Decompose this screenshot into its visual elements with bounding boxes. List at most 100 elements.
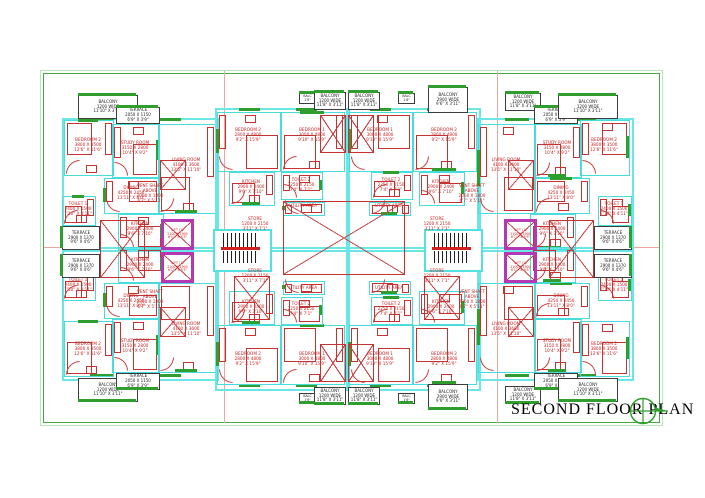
- facade-window-segment: [156, 118, 182, 121]
- vent-shaft-xbox: [320, 115, 346, 153]
- stair-treads: [434, 233, 469, 248]
- wall-accent-segment: [477, 150, 480, 186]
- edge-accent-bar: [534, 387, 576, 390]
- furniture-bed: [132, 339, 157, 370]
- wall-accent-segment: [550, 282, 572, 285]
- furniture-fixture: [85, 165, 97, 173]
- room-utility-area: [369, 281, 411, 295]
- furniture-bed: [537, 295, 565, 316]
- edge-accent-bar: [505, 401, 539, 404]
- room-kitchen: [419, 172, 465, 206]
- furniture-wardrobe: [106, 286, 113, 307]
- furniture-fixture: [308, 374, 320, 382]
- drawing-frame-outer: [40, 70, 663, 426]
- furniture-wardrobe: [219, 328, 226, 362]
- edge-accent-bar: [534, 105, 576, 108]
- stair-landing: [432, 246, 471, 250]
- balc-label: BALC 1'6": [398, 93, 415, 104]
- furniture-wardrobe: [480, 127, 487, 178]
- wall-accent-segment: [78, 119, 98, 122]
- unit-outline: [215, 108, 350, 252]
- terrace-label: TERRACE 2900 X 1370 9'6" X 4'6": [62, 226, 100, 250]
- wall-accent-segment: [461, 300, 464, 314]
- room-label-toilet-1: TOILET 1 2400 X 1500 7'10" X 4'11": [600, 201, 628, 216]
- furniture-wardrobe: [480, 286, 487, 337]
- vent-shaft-xbox: [424, 276, 460, 320]
- furniture-bed: [378, 348, 410, 382]
- furniture-fixture: [438, 175, 450, 183]
- furniture-fixture: [76, 290, 88, 298]
- balcony-label: BALCONY 2900 WIDE 9'6" X 3'11": [428, 87, 468, 113]
- facade-window-segment: [571, 118, 597, 121]
- furniture-fixture: [299, 300, 310, 308]
- wall-accent-segment: [216, 129, 219, 153]
- furniture-wardrobe: [582, 123, 589, 155]
- wall-accent-segment: [543, 279, 561, 282]
- unit-outline: [346, 108, 481, 252]
- furniture-fixture: [389, 189, 400, 197]
- room-label-study-room: STUDY ROOM 3150 X 2800 10'4" X 9'2": [542, 140, 572, 155]
- furniture-wardrobe: [114, 127, 121, 158]
- door-swing-arc: [66, 361, 80, 375]
- door-swing-arc: [283, 369, 297, 383]
- wall-accent-segment: [626, 136, 629, 158]
- edge-accent-bar: [629, 226, 632, 248]
- facade-window-segment: [89, 118, 114, 121]
- lift-box: LIFT (1) 2100 X 1900 6'11" X 6'3": [504, 219, 537, 250]
- terrace-label: TERRACE 2900 X 1370 9'6" X 4'6": [62, 254, 100, 278]
- furniture-wardrobe: [468, 328, 475, 362]
- furniture-wardrobe: [600, 199, 607, 217]
- furniture-bed: [129, 295, 157, 316]
- furniture-wardrobe: [582, 324, 589, 356]
- wall-accent-segment: [628, 279, 631, 291]
- wall-accent-segment: [216, 342, 219, 366]
- furniture-wardrobe: [114, 322, 121, 353]
- facade-window-segment: [369, 384, 391, 387]
- furniture-bed: [611, 280, 629, 298]
- wall-accent-segment: [71, 195, 85, 198]
- room-toilet-1: [598, 196, 632, 226]
- furniture-wardrobe: [285, 284, 292, 293]
- door-swing-arc: [283, 156, 297, 170]
- edge-accent-bar: [505, 91, 539, 94]
- furniture-bed: [601, 342, 627, 374]
- furniture-bed: [129, 181, 157, 202]
- room-label-dining: DINING 4250 X 2450 13'11" X 8'0": [547, 185, 575, 200]
- furniture-fixture: [308, 161, 320, 169]
- furniture-bed: [416, 328, 448, 362]
- furniture-bed: [67, 123, 93, 155]
- room-study-room: [534, 319, 582, 373]
- furniture-bed: [132, 144, 157, 175]
- room-label-study-room: STUDY ROOM 3150 X 2800 10'4" X 9'2": [542, 338, 572, 353]
- facade-window-segment: [296, 108, 318, 111]
- vent-shaft-xbox: [320, 344, 346, 382]
- room-label-dining: DINING 4250 X 2450 13'11" X 8'0": [117, 185, 145, 200]
- facade-window-segment: [238, 384, 260, 387]
- drawing-title: SECOND FLOOR PLAN: [511, 401, 695, 418]
- furniture-wardrobe: [105, 324, 112, 356]
- vent-shaft-label: VENT SHAFT ABOVE 2000 X 1800 6'7" X 5'11…: [458, 289, 486, 309]
- door-swing-arc: [64, 210, 78, 224]
- furniture-fixture: [301, 284, 312, 292]
- wall-accent-segment: [78, 320, 98, 323]
- vent-shaft-xbox: [100, 220, 145, 278]
- wall-accent-segment: [319, 304, 322, 316]
- furniture-fixture: [132, 322, 144, 330]
- facade-window-segment: [504, 374, 529, 377]
- edge-accent-bar: [116, 387, 158, 390]
- terrace-label: TERRACE 2900 X 1370 9'6" X 4'6": [594, 226, 632, 250]
- furniture-wardrobe: [207, 127, 214, 178]
- facade-window-segment: [89, 374, 114, 377]
- furniture-wardrobe: [573, 322, 580, 353]
- room-label-kitchen: KITCHEN 2900 X 2400 9'6" X 7'10": [237, 179, 265, 194]
- vent-shaft-xbox: [348, 344, 374, 382]
- room-kitchen: [229, 172, 275, 206]
- wall-accent-segment: [550, 177, 572, 180]
- wall-accent-segment: [477, 309, 480, 345]
- furniture-wardrobe: [402, 284, 409, 293]
- furniture-fixture: [128, 286, 140, 294]
- edge-accent-bar: [348, 402, 378, 405]
- wall-accent-segment: [381, 291, 397, 294]
- vent-shaft-xbox: [508, 160, 534, 190]
- wall-accent-segment: [174, 210, 198, 213]
